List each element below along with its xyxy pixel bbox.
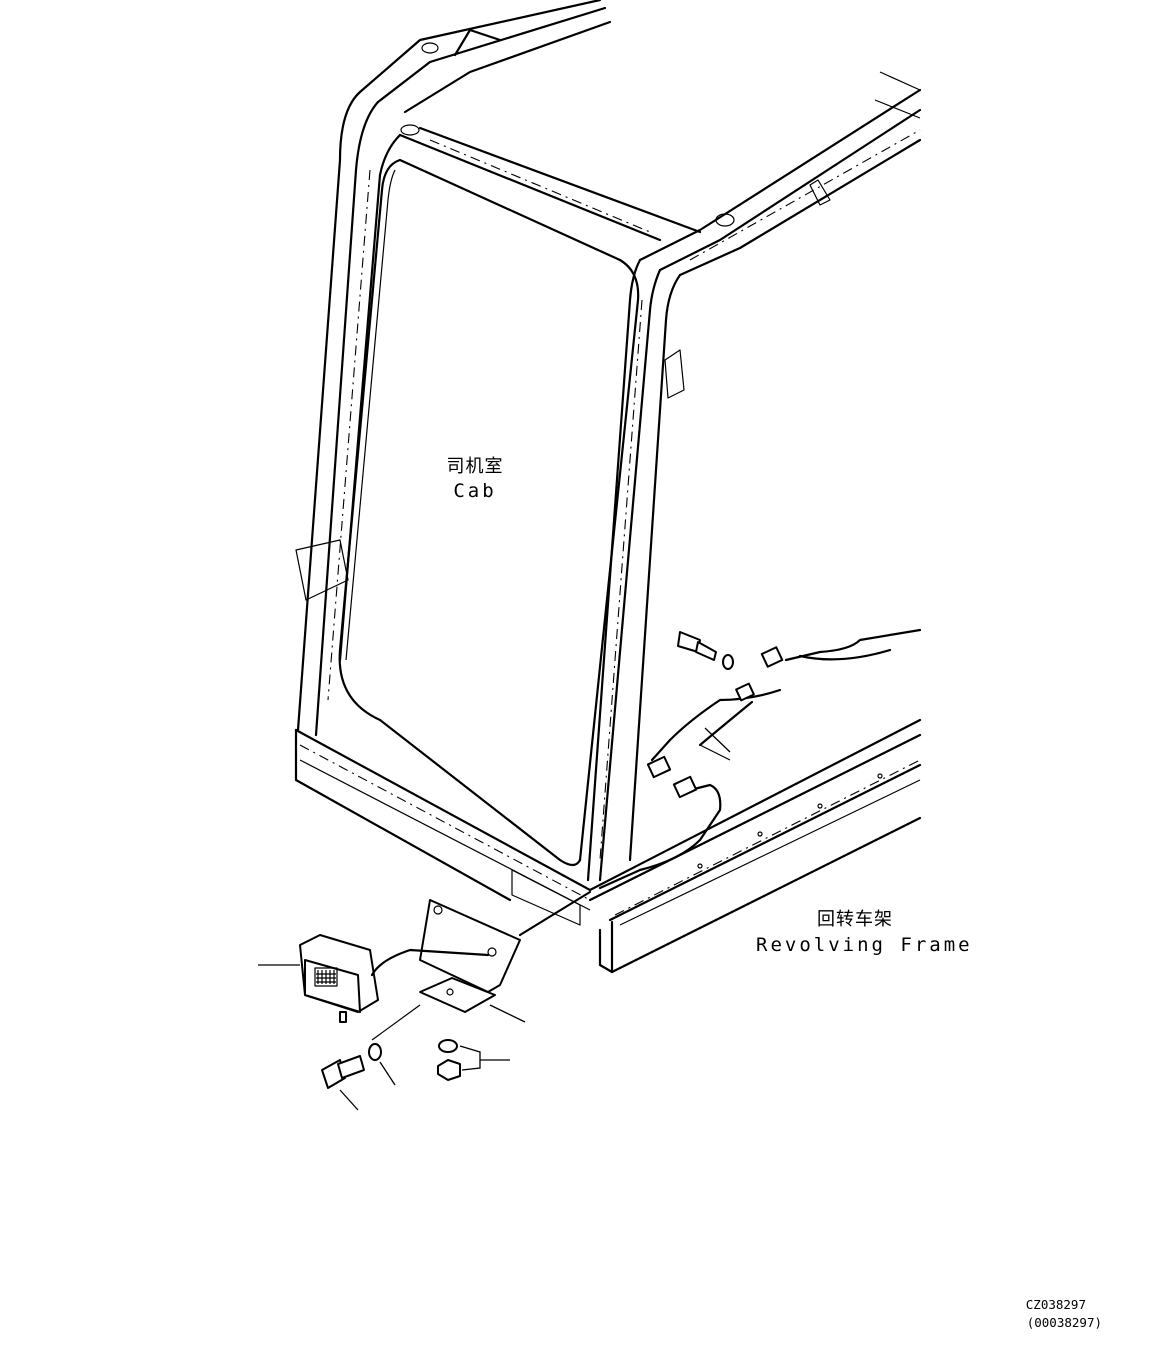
fasteners bbox=[321, 1004, 510, 1111]
cab-lower-shell bbox=[294, 718, 922, 926]
harness-connector bbox=[735, 682, 755, 702]
lamp-bracket bbox=[419, 899, 526, 1023]
nut bbox=[437, 1059, 461, 1081]
cab-label-cn: 司机室 bbox=[446, 456, 504, 477]
frame-label-cn: 回转车架 bbox=[817, 909, 893, 930]
bolt bbox=[337, 1055, 365, 1079]
harness-connector bbox=[672, 775, 698, 799]
drawing-code: CZ038297 bbox=[1025, 1297, 1086, 1312]
bolt bbox=[695, 641, 717, 661]
harness-connector bbox=[646, 755, 672, 779]
wiring-harness bbox=[518, 628, 922, 937]
cab-window-opening bbox=[338, 158, 640, 867]
cab-label-en: Cab bbox=[453, 480, 497, 502]
drawing-code-alt: (00038297) bbox=[1026, 1315, 1102, 1330]
harness-connector bbox=[760, 646, 784, 668]
lock-washer bbox=[438, 1039, 458, 1053]
frame-label-en: Revolving Frame bbox=[756, 934, 973, 956]
revolving-frame bbox=[588, 733, 922, 974]
cab-pillars bbox=[295, 90, 685, 882]
washer bbox=[368, 1043, 382, 1061]
work-lamp bbox=[258, 934, 490, 1023]
cab-roof-frame bbox=[358, 0, 922, 277]
washer bbox=[722, 654, 734, 670]
